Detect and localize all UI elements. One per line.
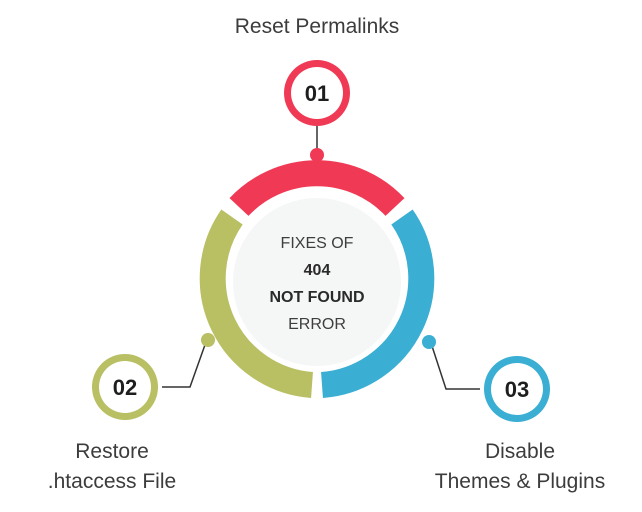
step-badge-01: 01 <box>284 60 350 126</box>
center-text-line4: ERROR <box>288 316 346 333</box>
step-number-01: 01 <box>305 81 329 106</box>
center-text-line1: FIXES OF <box>281 235 354 252</box>
connector-dot-02 <box>201 333 215 347</box>
step-badge-03: 03 <box>484 356 550 422</box>
step-number-03: 03 <box>505 377 529 402</box>
connector-line-03 <box>430 342 480 390</box>
connector-line-02 <box>162 341 207 388</box>
step-title-02-line2: .htaccess File <box>47 470 177 493</box>
ring-segment-disable-themes <box>320 209 435 398</box>
step-title-03-line2: Themes & Plugins <box>434 470 606 493</box>
step-title-03-line1: Disable <box>484 440 556 463</box>
step-title-03: Disable Themes & Plugins <box>400 437 640 497</box>
ring-segment-restore-htaccess <box>199 209 314 398</box>
step-title-01-line1: Reset Permalinks <box>234 15 400 38</box>
step-number-02: 02 <box>113 375 137 400</box>
ring-segment-reset-permalinks <box>229 160 405 217</box>
center-text-line3: NOT FOUND <box>269 289 364 306</box>
step-title-02: Restore .htaccess File <box>12 437 212 497</box>
step-title-01: Reset Permalinks <box>192 12 442 42</box>
connector-dot-01 <box>310 148 324 162</box>
center-text-line2: 404 <box>304 262 331 279</box>
step-badge-02: 02 <box>92 354 158 420</box>
center-circle <box>233 198 401 366</box>
step-title-02-line1: Restore <box>75 440 149 463</box>
connector-dot-03 <box>422 335 436 349</box>
